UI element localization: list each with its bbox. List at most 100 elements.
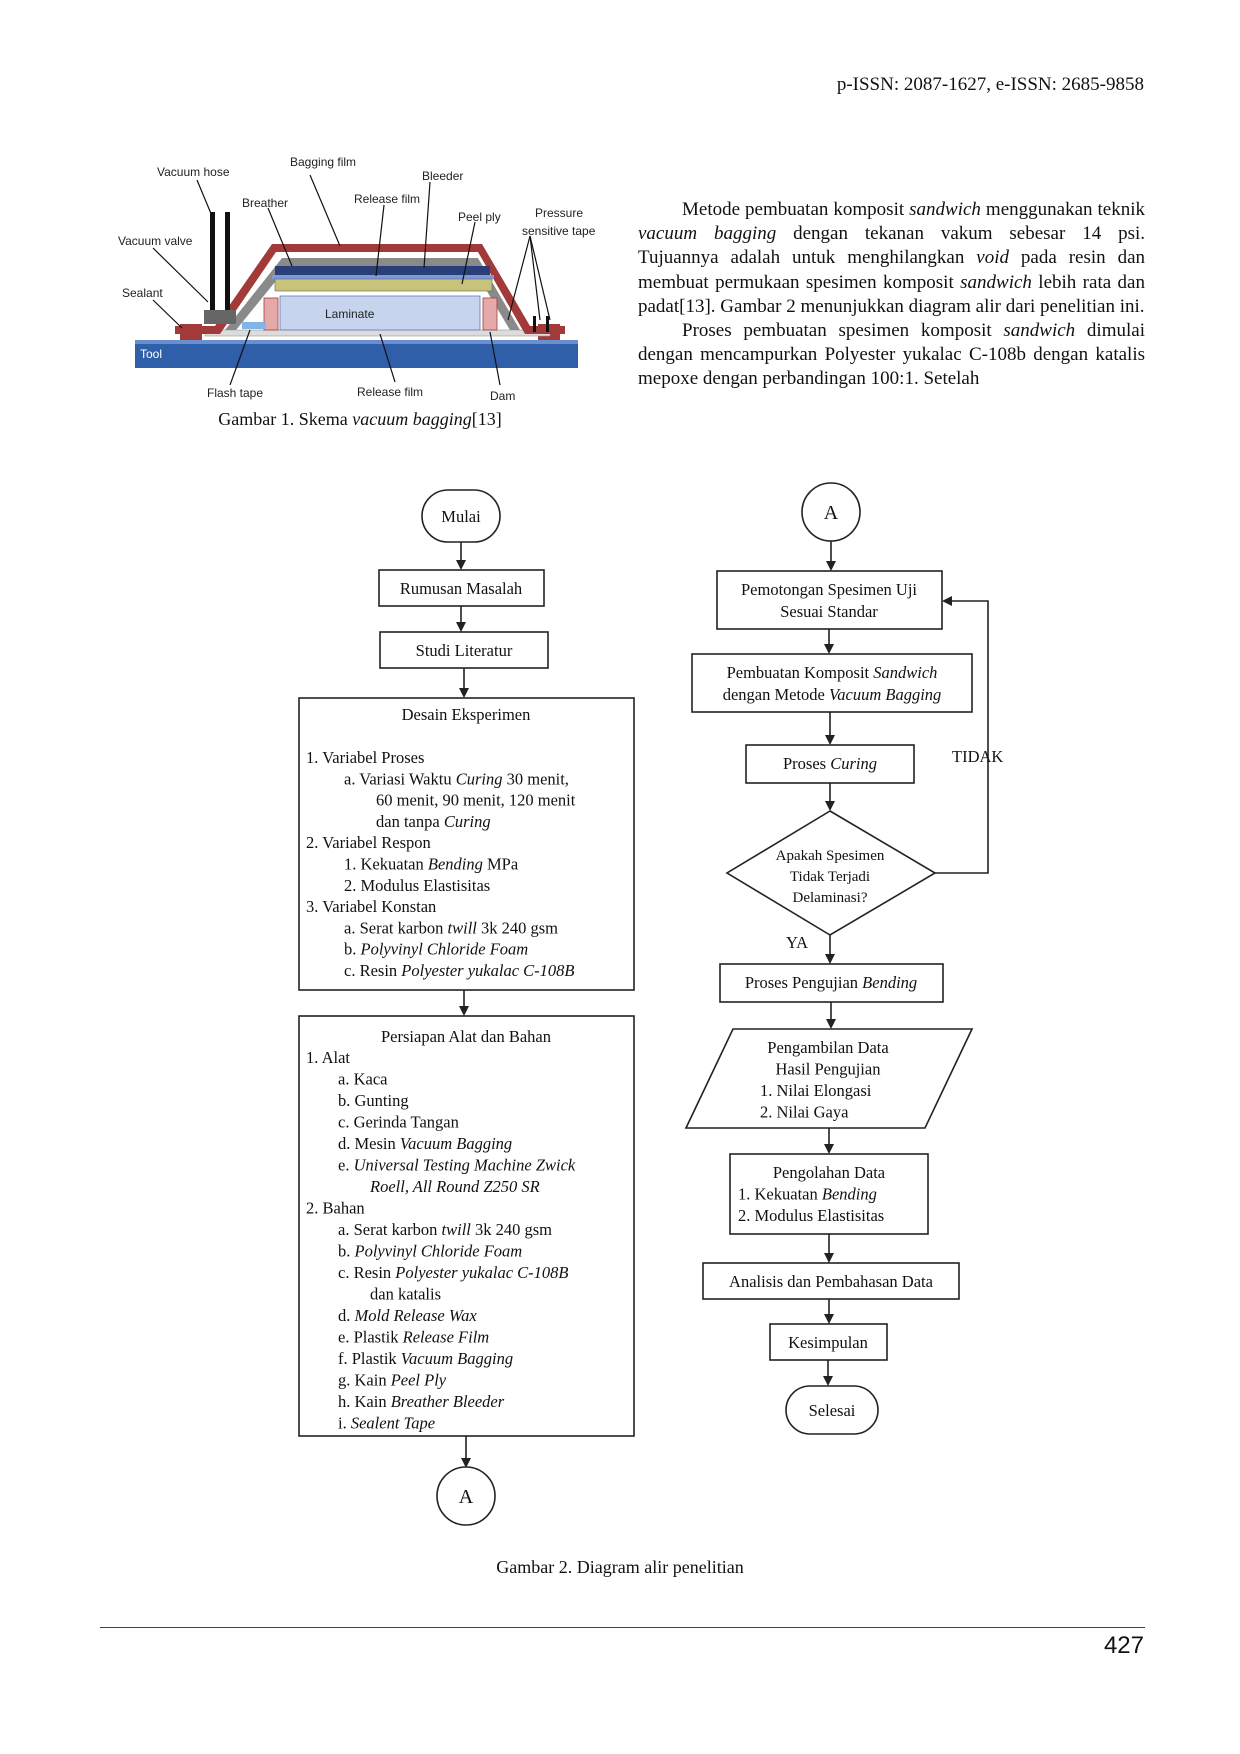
persiapan-list-line: e. Plastik Release Film <box>338 1328 489 1347</box>
flash-tape <box>242 322 266 329</box>
kesimpulan-label: Kesimpulan <box>788 1333 868 1352</box>
bagging-film <box>175 244 565 334</box>
persiapan-list-line: c. Resin Polyester yukalac C-108B <box>338 1263 569 1282</box>
studi-label: Studi Literatur <box>416 641 513 660</box>
pengambilan-line: 2. Nilai Gaya <box>760 1103 849 1122</box>
decision-line-1: Apakah Spesimen <box>776 848 885 864</box>
paragraph-2: Proses pembuatan spesimen komposit sandw… <box>638 320 1145 390</box>
studi-box <box>379 631 549 669</box>
label-breather: Breather <box>242 196 288 210</box>
persiapan-list-line: d. Mesin Vacuum Bagging <box>338 1134 512 1153</box>
release-film-top <box>272 275 494 279</box>
pengujian-label: Proses Pengujian Bending <box>745 973 917 992</box>
analisis-box <box>702 1262 960 1300</box>
desain-list-line: dan tanpa Curing <box>376 812 491 831</box>
pengolahan-line: 1. Kekuatan Bending <box>738 1185 877 1204</box>
desain-list-line: 60 menit, 90 menit, 120 menit <box>376 791 576 810</box>
label-flash-tape: Flash tape <box>207 386 263 400</box>
page-number: 427 <box>1103 1632 1144 1659</box>
desain-list-line: a. Variasi Waktu Curing 30 menit, <box>344 769 569 788</box>
label-vacuum-valve: Vacuum valve <box>118 234 193 248</box>
persiapan-list-line: a. Serat karbon twill 3k 240 gsm <box>338 1220 552 1239</box>
pengolahan-box <box>729 1153 929 1235</box>
persiapan-box <box>298 1015 635 1437</box>
desain-list-line: 1. Variabel Proses <box>306 748 424 767</box>
pembuatan-line-1: Pembuatan Komposit Sandwich <box>727 663 938 682</box>
start-label: Mulai <box>441 507 481 526</box>
dam-right <box>482 297 498 331</box>
tool-plate <box>135 340 578 368</box>
figure-2-caption: Gambar 2. Diagram alir penelitian <box>496 1557 744 1577</box>
label-bagging-film: Bagging film <box>290 155 356 169</box>
desain-list-line: c. Resin Polyester yukalac C-108B <box>344 961 575 980</box>
bleeder-layer <box>275 266 490 275</box>
yes-label: YA <box>786 933 808 952</box>
label-tool: Tool <box>140 347 162 361</box>
label-pressure-tape-1: Pressure <box>535 206 583 220</box>
pemotongan-line-1: Pemotongan Spesimen Uji <box>741 580 917 599</box>
persiapan-list-line: dan katalis <box>370 1285 441 1304</box>
curing-label: Proses Curing <box>783 754 877 773</box>
rumusan-label: Rumusan Masalah <box>400 579 523 598</box>
persiapan-list: 1. Alat a. Kaca b. Gunting c. Gerinda Tanga… <box>306 1048 576 1433</box>
end-terminal <box>785 1385 879 1435</box>
issn-header: p-ISSN: 2087-1627, e-ISSN: 2685-9858 <box>836 74 1144 95</box>
persiapan-list-line: i. Sealent Tape <box>338 1414 435 1433</box>
connector-a-left-label: A <box>459 1486 474 1508</box>
pengolahan-line: Pengolahan Data <box>773 1163 886 1182</box>
pengambilan-line: Hasil Pengujian <box>776 1060 881 1079</box>
pengambilan-line: Pengambilan Data <box>767 1038 889 1057</box>
vacuum-hose <box>210 212 215 312</box>
desain-title: Desain Eksperimen <box>402 705 531 724</box>
pengolahan-line: 2. Modulus Elastisitas <box>738 1206 884 1225</box>
connector-a-right-label: A <box>824 502 839 524</box>
desain-list-line: b. Polyvinyl Chloride Foam <box>344 940 528 959</box>
desain-list: 1. Variabel Proses a. Variasi Waktu Curin… <box>306 748 576 980</box>
no-label: TIDAK <box>952 747 1003 766</box>
label-bleeder: Bleeder <box>422 169 463 183</box>
footer-rule <box>100 1627 1145 1628</box>
label-release-film-top: Release film <box>354 192 420 206</box>
label-release-film-bottom: Release film <box>357 385 423 399</box>
vacuum-valve <box>204 310 236 324</box>
pengambilan-line: 1. Nilai Elongasi <box>760 1081 872 1100</box>
dam-left <box>263 297 279 331</box>
pembuatan-box <box>691 653 973 713</box>
desain-list-line: 2. Modulus Elastisitas <box>344 876 490 895</box>
pemotongan-line-2: Sesuai Standar <box>780 602 878 621</box>
persiapan-list-line: c. Gerinda Tangan <box>338 1113 459 1132</box>
pengujian-box <box>719 963 944 1003</box>
persiapan-list-line: g. Kain Peel Ply <box>338 1371 447 1390</box>
persiapan-list-line: b. Polyvinyl Chloride Foam <box>338 1242 522 1261</box>
label-sealant: Sealant <box>122 286 163 300</box>
persiapan-list-line: Roell, All Round Z250 SR <box>369 1177 540 1196</box>
desain-list-line: a. Serat karbon twill 3k 240 gsm <box>344 918 558 937</box>
persiapan-list-line: 1. Alat <box>306 1048 350 1067</box>
figure-1-caption: Gambar 1. Skema vacuum bagging[13] <box>218 409 502 429</box>
pengolahan-text: Pengolahan Data 1. Kekuatan Bending 2. Mod… <box>738 1163 886 1225</box>
analisis-label: Analisis dan Pembahasan Data <box>729 1272 934 1291</box>
persiapan-list-line: b. Gunting <box>338 1091 409 1110</box>
peel-ply <box>274 278 493 292</box>
persiapan-list-line: h. Kain Breather Bleeder <box>338 1392 505 1411</box>
decision-line-3: Delaminasi? <box>793 890 868 906</box>
desain-list-line: 2. Variabel Respon <box>306 833 431 852</box>
connector-a-left <box>436 1466 496 1526</box>
pembuatan-line-2: dengan Metode Vacuum Bagging <box>723 685 942 704</box>
laminate <box>279 295 481 331</box>
persiapan-list-line: f. Plastik Vacuum Bagging <box>338 1349 513 1368</box>
persiapan-list-line: d. Mold Release Wax <box>338 1306 477 1325</box>
persiapan-list-line: a. Kaca <box>338 1070 388 1089</box>
paragraph-1: Metode pembuatan komposit sandwich mengg… <box>638 199 1146 317</box>
label-dam: Dam <box>490 389 515 403</box>
desain-list-line: 3. Variabel Konstan <box>306 897 436 916</box>
kesimpulan-box <box>769 1323 888 1361</box>
persiapan-list-line: e. Universal Testing Machine Zwick <box>338 1156 576 1175</box>
label-vacuum-hose: Vacuum hose <box>157 165 230 179</box>
persiapan-list-line: 2. Bahan <box>306 1199 365 1218</box>
curing-box <box>745 744 915 784</box>
persiapan-title: Persiapan Alat dan Bahan <box>381 1027 551 1046</box>
